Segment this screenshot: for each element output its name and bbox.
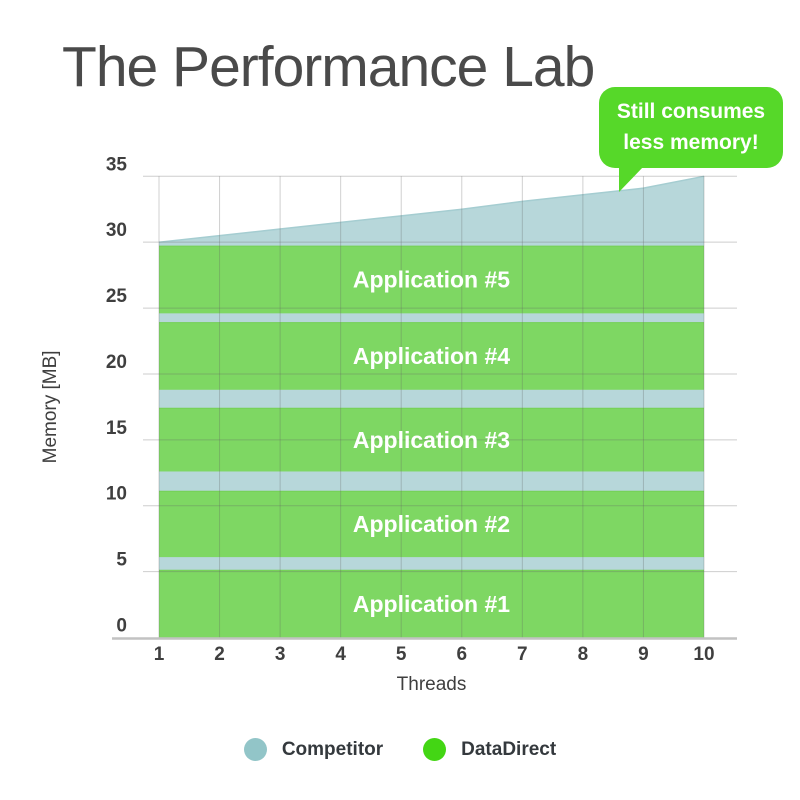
page-title: The Performance Lab — [62, 35, 595, 99]
application-band-3 — [159, 408, 704, 472]
application-band-1-label: Application #1 — [353, 591, 510, 617]
x-tick-9: 9 — [638, 644, 649, 665]
x-tick-2: 2 — [214, 644, 225, 665]
x-tick-5: 5 — [396, 644, 407, 665]
x-tick-4: 4 — [335, 644, 346, 665]
competitor-swatch-icon — [243, 738, 267, 761]
legend-item-datadirect: DataDirect — [423, 738, 556, 761]
application-band-1 — [159, 570, 704, 638]
callout-tail — [619, 166, 644, 192]
application-band-5-label: Application #5 — [353, 267, 510, 293]
competitor-top-line — [158, 175, 705, 243]
callout-line1: Still consumes — [616, 100, 766, 124]
y-tick-25: 25 — [106, 286, 128, 307]
application-band-5 — [159, 246, 704, 314]
application-band-2 — [159, 491, 704, 558]
application-band-3-label: Application #3 — [353, 427, 510, 453]
y-tick-15: 15 — [106, 418, 128, 439]
application-band-4 — [159, 322, 704, 390]
callout-line2: less memory! — [623, 130, 759, 154]
y-tick-30: 30 — [106, 220, 127, 241]
y-tick-35: 35 — [106, 154, 128, 175]
x-tick-3: 3 — [275, 644, 286, 665]
x-tick-10: 10 — [693, 644, 714, 665]
x-tick-7: 7 — [517, 644, 528, 665]
x-tick-6: 6 — [456, 644, 467, 665]
competitor-area — [159, 176, 704, 638]
chart-legend: Competitor DataDirect — [0, 738, 800, 761]
x-tick-1: 1 — [154, 644, 165, 665]
application-band-2-label: Application #2 — [353, 511, 510, 537]
y-axis-title: Memory [MB] — [40, 350, 61, 463]
y-tick-20: 20 — [106, 352, 127, 373]
y-tick-10: 10 — [106, 484, 127, 505]
callout-bubble: Still consumes less memory! — [599, 87, 783, 192]
x-axis-title: Threads — [397, 674, 467, 695]
legend-label-competitor: Competitor — [281, 738, 384, 760]
application-band-4-label: Application #4 — [353, 343, 510, 369]
y-tick-5: 5 — [116, 550, 127, 571]
legend-label-datadirect: DataDirect — [461, 738, 557, 760]
x-tick-8: 8 — [578, 644, 589, 665]
legend-item-competitor: Competitor — [243, 738, 384, 761]
datadirect-swatch-icon — [423, 738, 447, 761]
y-tick-0: 0 — [116, 616, 127, 637]
